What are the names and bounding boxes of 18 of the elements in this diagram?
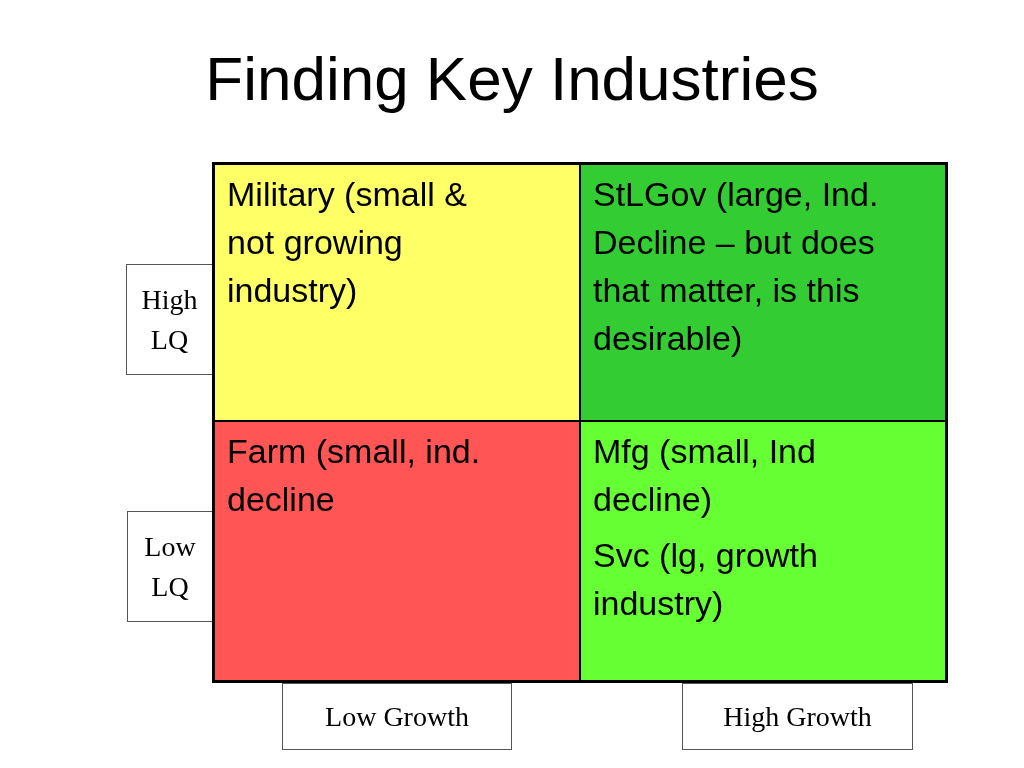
quadrant-text: Mfg (small, Ind decline) (593, 431, 817, 520)
axis-label: High Growth (722, 699, 873, 734)
axis-box (126, 264, 213, 375)
quadrant-text: StLGov (large, Ind. Decline – but does that matter, is this desirable) (593, 174, 880, 359)
quadrant-panel (580, 162, 948, 421)
quadrant-text: Military (small & not growing industry) (227, 174, 468, 311)
quadrant-panel (580, 421, 948, 683)
quadrant-text: Svc (lg, growth industry) (593, 535, 819, 624)
axis-box (682, 683, 913, 750)
quadrant-panel (212, 421, 580, 683)
axis-box (127, 511, 213, 622)
quadrant-panel (212, 162, 580, 421)
quadrant-text: Farm (small, ind. decline (227, 431, 482, 520)
axis-label: Low LQ (143, 529, 197, 604)
title: Finding Key Industries (205, 43, 819, 114)
axis-label: Low Growth (324, 699, 470, 734)
axis-label: High LQ (141, 282, 198, 357)
axis-box (282, 683, 512, 750)
